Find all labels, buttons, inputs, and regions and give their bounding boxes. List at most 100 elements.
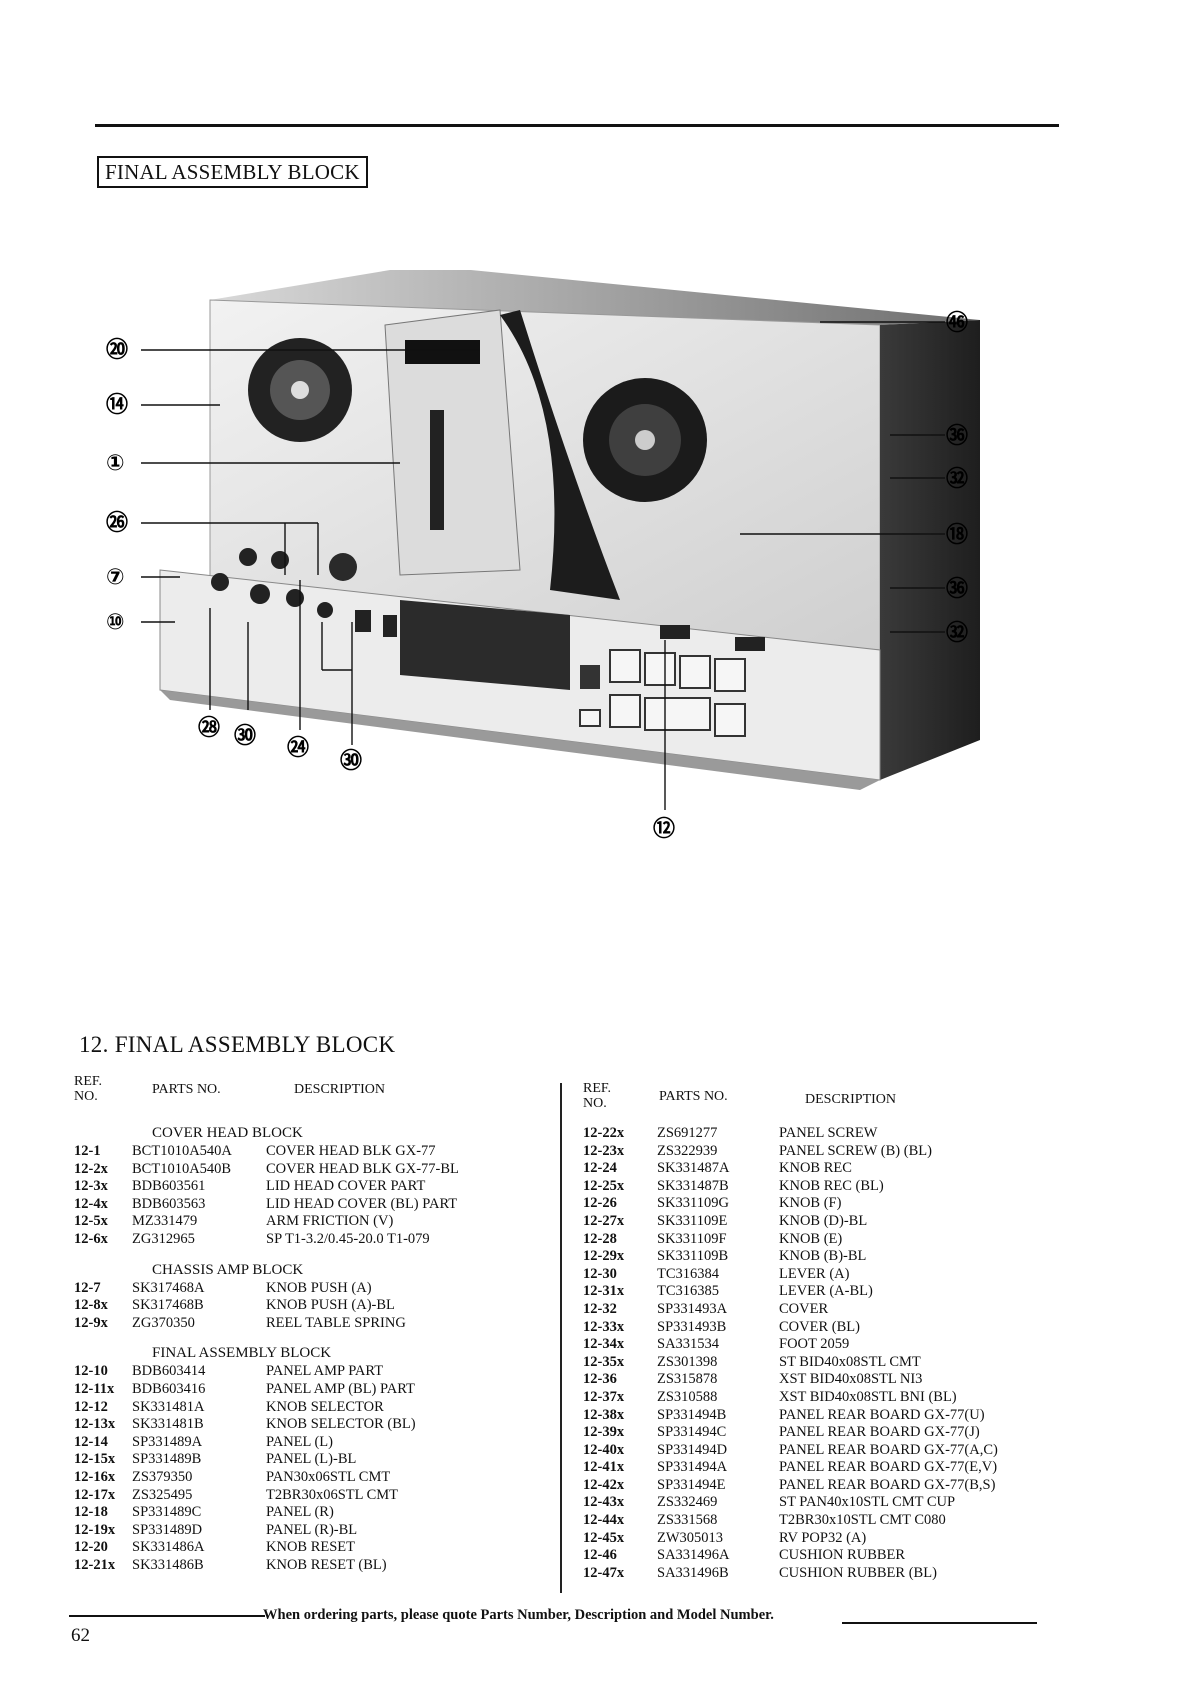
ref-no: 12-6x xyxy=(74,1230,108,1247)
description: PANEL (R)-BL xyxy=(266,1521,358,1538)
description: PANEL REAR BOARD GX-77(E,V) xyxy=(779,1459,998,1476)
ref-no: 12-31x xyxy=(583,1283,625,1300)
parts-no: SK317468A xyxy=(132,1279,205,1296)
block-heading: COVER HEAD BLOCK xyxy=(152,1125,303,1141)
description: CUSHION RUBBER (BL) xyxy=(779,1564,937,1581)
column-divider xyxy=(560,1083,562,1593)
parts-no: SK331481A xyxy=(132,1398,205,1415)
description: T2BR30x10STL CMT C080 xyxy=(779,1512,946,1529)
table-row: 12-43x ZS332469 ST PAN40x10STL CMT CUP xyxy=(583,1494,1053,1512)
parts-no: SK331487A xyxy=(657,1160,730,1177)
footer-note: When ordering parts, please quote Parts … xyxy=(263,1607,774,1623)
parts-no: SP331489A xyxy=(132,1433,203,1450)
ref-no: 12-42x xyxy=(583,1476,625,1493)
ref-no: 12-18 xyxy=(74,1504,108,1521)
parts-no: SP331493A xyxy=(657,1300,728,1317)
parts-no: ZS379350 xyxy=(132,1468,193,1485)
ref-no: 12-43x xyxy=(583,1494,625,1511)
counter-window xyxy=(405,340,480,364)
parts-no: SK331109E xyxy=(657,1212,728,1229)
parts-no: ZG312965 xyxy=(132,1230,195,1247)
header-description-right: DESCRIPTION xyxy=(805,1092,897,1107)
callout-32b: ㉜ xyxy=(946,620,968,646)
parts-no: SK331109B xyxy=(657,1248,729,1265)
callout-20: ⑳ xyxy=(106,337,128,363)
description: PAN30x06STL CMT xyxy=(266,1468,391,1485)
description: CUSHION RUBBER xyxy=(779,1547,906,1564)
table-header-right: REF. NO. PARTS NO. DESCRIPTION xyxy=(583,1081,1053,1125)
ref-no: 12-1 xyxy=(74,1143,101,1159)
description: KNOB RESET (BL) xyxy=(266,1556,387,1573)
parts-no: SP331494C xyxy=(657,1424,727,1441)
description: LID HEAD COVER PART xyxy=(266,1178,426,1195)
callout-30b: ㉚ xyxy=(340,748,362,774)
description: COVER xyxy=(779,1300,829,1317)
parts-no: TC316384 xyxy=(657,1265,720,1282)
ref-no: 12-14 xyxy=(74,1433,108,1450)
description: KNOB SELECTOR (BL) xyxy=(266,1416,416,1433)
cabinet-top xyxy=(210,270,980,325)
section-title: 12. FINAL ASSEMBLY BLOCK xyxy=(79,1032,396,1057)
ref-no: 12-41x xyxy=(583,1459,625,1476)
description: KNOB REC (BL) xyxy=(779,1177,884,1194)
callout-32a: ㉜ xyxy=(946,466,968,492)
ref-no: 12-22x xyxy=(583,1125,625,1141)
parts-table-left: REF. NO. PARTS NO. DESCRIPTION COVER HEA… xyxy=(74,1074,554,1574)
description: ST PAN40x10STL CMT CUP xyxy=(779,1494,956,1511)
callout-30a: ㉚ xyxy=(234,723,256,749)
description: FOOT 2059 xyxy=(779,1336,850,1353)
ref-no: 12-44x xyxy=(583,1512,625,1529)
callout-18: ⑱ xyxy=(946,522,968,548)
description: KNOB RESET xyxy=(266,1539,356,1556)
callout-7: ⑦ xyxy=(106,565,125,590)
description: PANEL REAR BOARD GX-77(U) xyxy=(779,1406,985,1423)
parts-no: TC316385 xyxy=(657,1283,720,1300)
ref-no: 12-29x xyxy=(583,1248,625,1265)
description: PANEL AMP (BL) PART xyxy=(266,1380,415,1397)
ref-no: 12-16x xyxy=(74,1468,116,1485)
parts-no: ZS325495 xyxy=(132,1486,193,1503)
ref-no: 12-23x xyxy=(583,1142,625,1159)
ref-no: 12-39x xyxy=(583,1424,625,1441)
description: ARM FRICTION (V) xyxy=(266,1213,394,1230)
parts-no: ZS315878 xyxy=(657,1371,718,1388)
header-parts-no-right: PARTS NO. xyxy=(659,1089,728,1104)
ref-no: 12-8x xyxy=(74,1297,108,1314)
block-heading: FINAL ASSEMBLY BLOCK xyxy=(152,1345,332,1362)
tape-deck-illustration: ⑳ ⑭ ① ㉖ ⑦ ⑩ ㉘ ㉚ ㉔ ㉚ ⑫ ㊻ ㊱ ㉜ ⑱ ㊱ ㉜ xyxy=(100,270,1060,900)
meter-window xyxy=(400,600,570,690)
parts-no: SP331489B xyxy=(132,1451,202,1468)
ref-no: 12-30 xyxy=(583,1265,617,1282)
ref-no: 12-36 xyxy=(583,1371,617,1388)
description: PANEL (L)-BL xyxy=(266,1451,357,1468)
parts-no: ZS332469 xyxy=(657,1494,718,1511)
description: KNOB (E) xyxy=(779,1230,843,1247)
parts-no: ZS301398 xyxy=(657,1353,718,1370)
parts-no: BDB603416 xyxy=(132,1380,206,1397)
ref-no: 12-21x xyxy=(74,1556,116,1573)
callout-28: ㉘ xyxy=(198,715,220,741)
parts-no: ZS331568 xyxy=(657,1512,718,1529)
description: LID HEAD COVER (BL) PART xyxy=(266,1195,458,1212)
ref-no: 12-11x xyxy=(74,1380,115,1397)
